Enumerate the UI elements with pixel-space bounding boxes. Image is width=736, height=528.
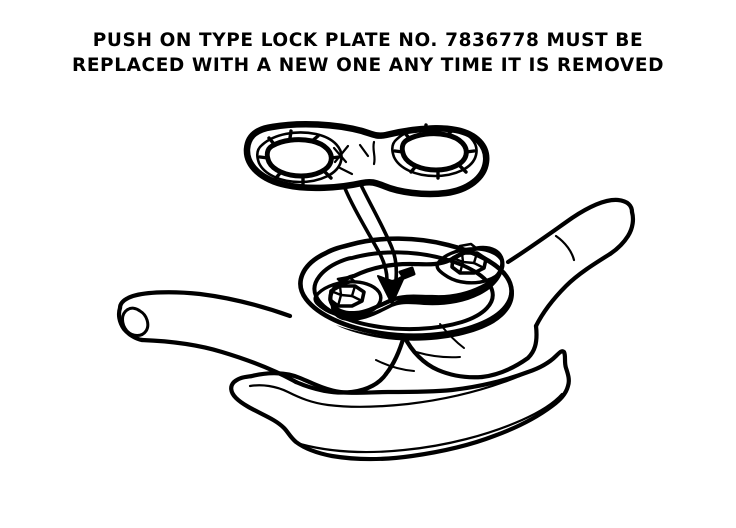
fastener-right-washer [435,247,505,285]
left-arm-end-inner [121,306,150,337]
caption-line-2: REPLACED WITH A NEW ONE ANY TIME IT IS R… [71,55,665,76]
flange-inner-contour [248,358,552,408]
plate-scratch-3 [358,143,370,158]
caption-line-1: PUSH ON TYPE LOCK PLATE NO. 7836778 MUST… [92,30,644,51]
cast-flange-group [229,349,571,462]
fastener-left-hex-edge-4 [336,293,343,308]
lock-plate-new-group [243,120,490,198]
boss-rib-1 [415,351,461,359]
caption-block: PUSH ON TYPE LOCK PLATE NO. 7836778 MUST… [0,28,736,78]
arrow-head [377,274,406,305]
hole-left-tooth-2 [310,134,320,143]
new-plate-hole-left [256,129,343,186]
right-arm-tip-cap [607,209,636,257]
fastener-left-washer [313,280,383,318]
center-boss-right-edge [479,323,539,380]
hole-right-tooth-3 [464,149,476,154]
plate-scratch-2 [333,144,350,164]
hole-right-tooth-2 [445,128,455,137]
arrow-shaft-right [358,181,399,282]
installation-arrow [342,181,406,305]
boss-rib-2 [375,359,415,372]
hole-right-bore [399,131,469,173]
new-plate-hole-right [391,123,478,180]
fastener-right-hex-edge-4 [458,260,465,275]
right-arm-fold-line [554,234,576,262]
flange-outline [229,349,571,462]
hole-left-rim [256,131,343,184]
arrow-shaft-left [342,184,389,282]
fastener-left-group [313,275,383,318]
hole-right-tooth-7 [393,149,405,154]
center-boss-drop [401,333,485,380]
hole-left-tooth-7 [258,155,270,160]
new-plate-outline [243,120,490,198]
left-arm-lower-edge [139,337,299,385]
housing-group [116,197,636,395]
flange-lower-rim [298,392,564,454]
hole-right-rim [391,125,478,178]
hole-left-bore [264,137,334,179]
fastener-right-group [435,242,505,285]
fastener-right-hex-top [458,242,478,253]
plate-scratch-5 [338,166,354,176]
lock-plate-installed-group [313,242,505,321]
fastener-left-hex-top [336,275,356,286]
plate-scratch-4 [372,140,376,166]
right-arm-lower-edge [533,251,613,329]
seat-outer-oval [298,236,514,338]
fastener-left-hex-edge-3 [350,294,364,303]
right-arm-upper-edge [505,197,635,265]
fastener-right-hex-edge-3 [472,261,486,270]
left-arm-upper-edge [117,290,293,319]
